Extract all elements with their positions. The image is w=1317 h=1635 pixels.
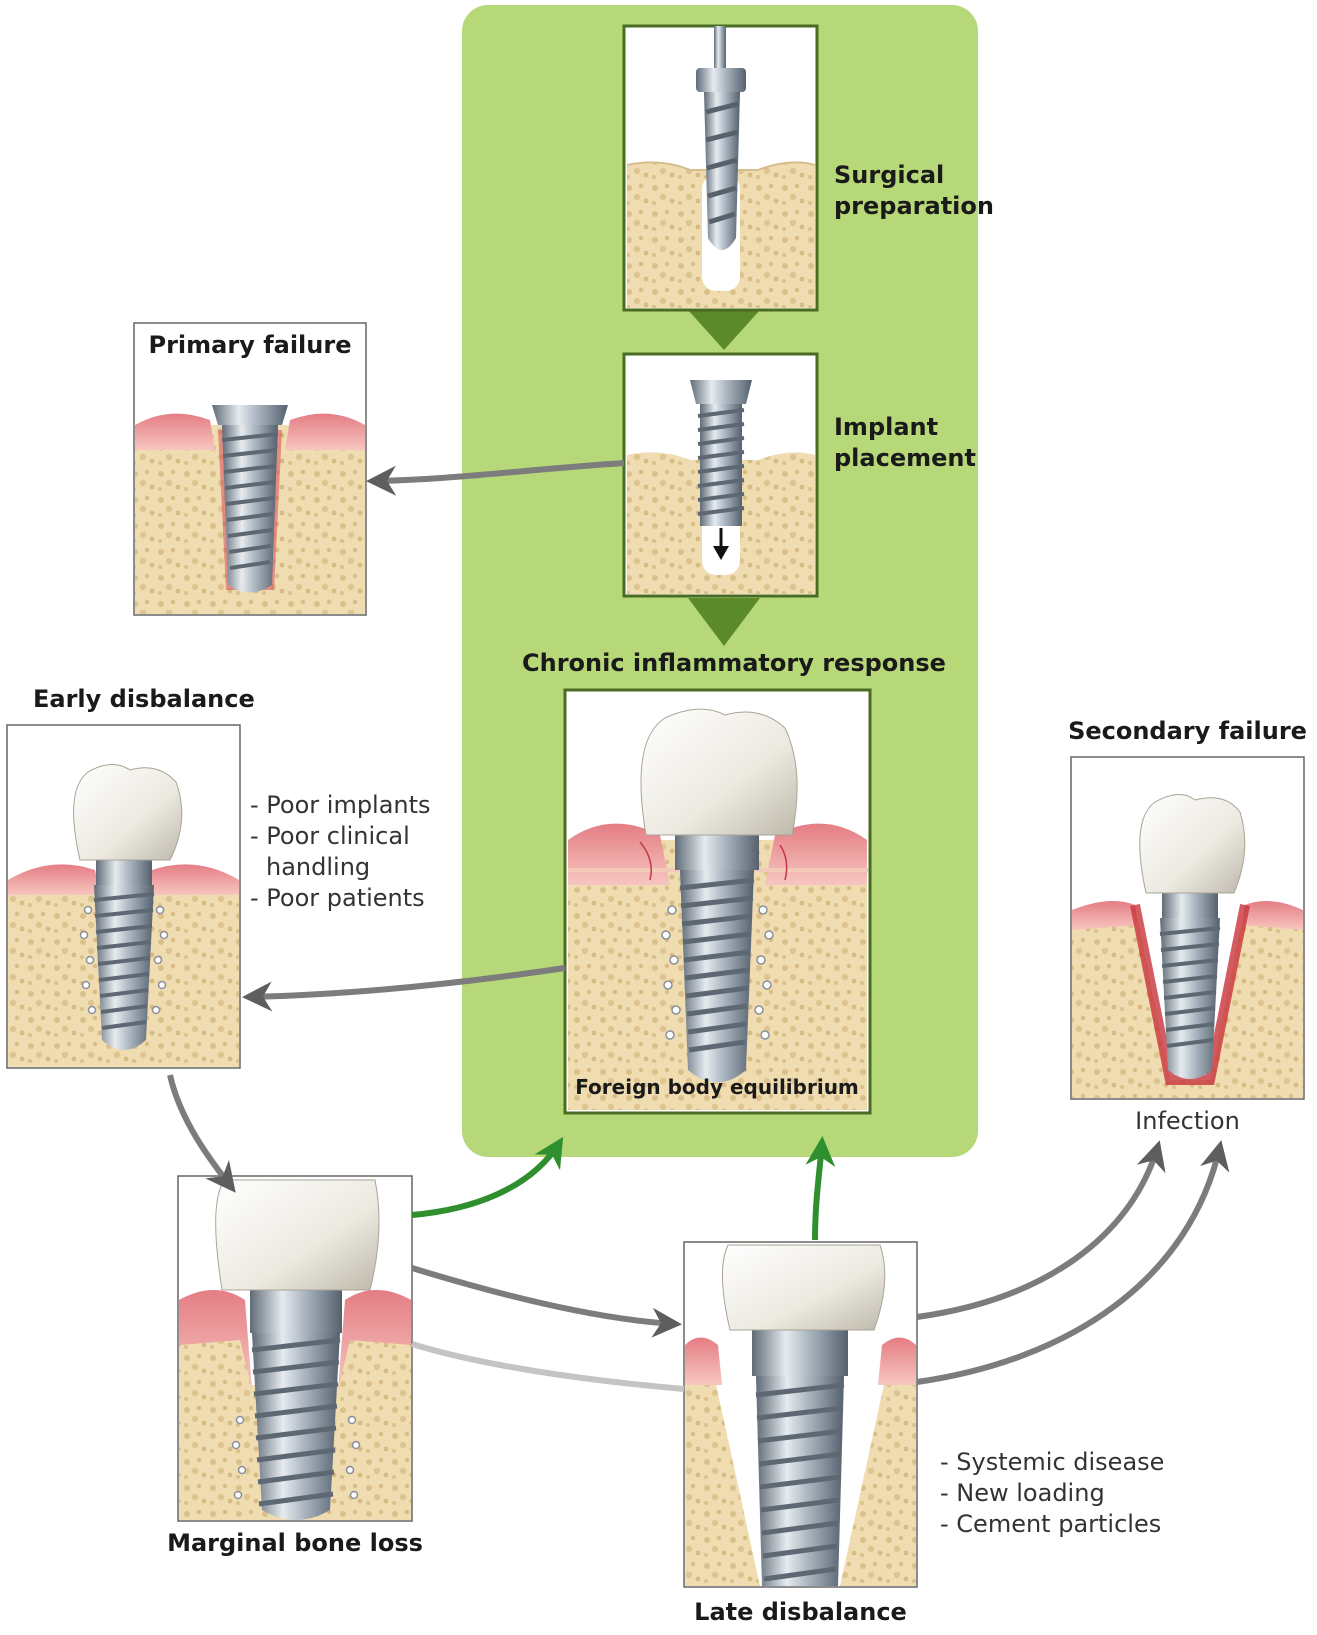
step-arrow-2 <box>688 598 760 646</box>
early-cause-item: handling <box>266 853 371 881</box>
arrow-marginal-to-late <box>411 1265 682 1338</box>
arrow-to-early-disbalance <box>242 965 566 1012</box>
step-arrow-1 <box>688 310 760 350</box>
arrow-late-to-marginal-return <box>411 1341 685 1392</box>
late-causes-list: - Systemic disease - New loading - Cemen… <box>940 1447 1164 1540</box>
late-cause-item: - Cement particles <box>940 1510 1162 1538</box>
secondary-failure-illustration <box>1070 756 1305 1100</box>
arrow-late-to-pathway <box>805 1136 836 1241</box>
late-disbalance-title: Late disbalance <box>694 1598 907 1626</box>
late-disbalance-illustration <box>683 1241 918 1588</box>
implant-icon <box>690 380 752 526</box>
arrow-late-to-infection-1 <box>916 1140 1166 1320</box>
arrow-late-to-infection-2 <box>916 1140 1230 1385</box>
arrow-to-primary-failure <box>366 460 625 496</box>
surgical-preparation-label: Surgical preparation <box>834 161 994 220</box>
late-cause-item: - Systemic disease <box>940 1448 1165 1476</box>
crown-icon <box>640 708 798 836</box>
surgical-preparation-illustration <box>622 24 819 312</box>
foreign-body-equilibrium-illustration <box>563 688 872 1115</box>
primary-failure-title: Primary failure <box>148 331 352 359</box>
chronic-inflammatory-response-label: Chronic inflammatory response <box>522 649 946 677</box>
marginal-bone-loss-illustration <box>177 1175 413 1522</box>
infection-label: Infection <box>1135 1107 1240 1135</box>
arrow-marginal-to-pathway <box>411 1136 564 1218</box>
secondary-failure-title: Secondary failure <box>1068 717 1307 745</box>
late-cause-item: - New loading <box>940 1479 1105 1507</box>
foreign-body-equilibrium-label: Foreign body equilibrium <box>575 1075 859 1099</box>
early-causes-list: - Poor implants - Poor clinical handling… <box>250 790 431 914</box>
implant-placement-illustration <box>622 352 819 598</box>
early-disbalance-title: Early disbalance <box>33 685 255 713</box>
primary-failure-illustration <box>133 322 367 616</box>
early-cause-item: - Poor clinical <box>250 822 410 850</box>
implant-placement-label: Implant placement <box>834 413 976 472</box>
marginal-bone-loss-title: Marginal bone loss <box>167 1529 423 1557</box>
early-cause-item: - Poor implants <box>250 791 431 819</box>
arrow-early-to-marginal <box>167 1074 236 1193</box>
early-cause-item: - Poor patients <box>250 884 425 912</box>
drill-icon <box>696 26 746 250</box>
early-disbalance-illustration <box>6 724 241 1069</box>
